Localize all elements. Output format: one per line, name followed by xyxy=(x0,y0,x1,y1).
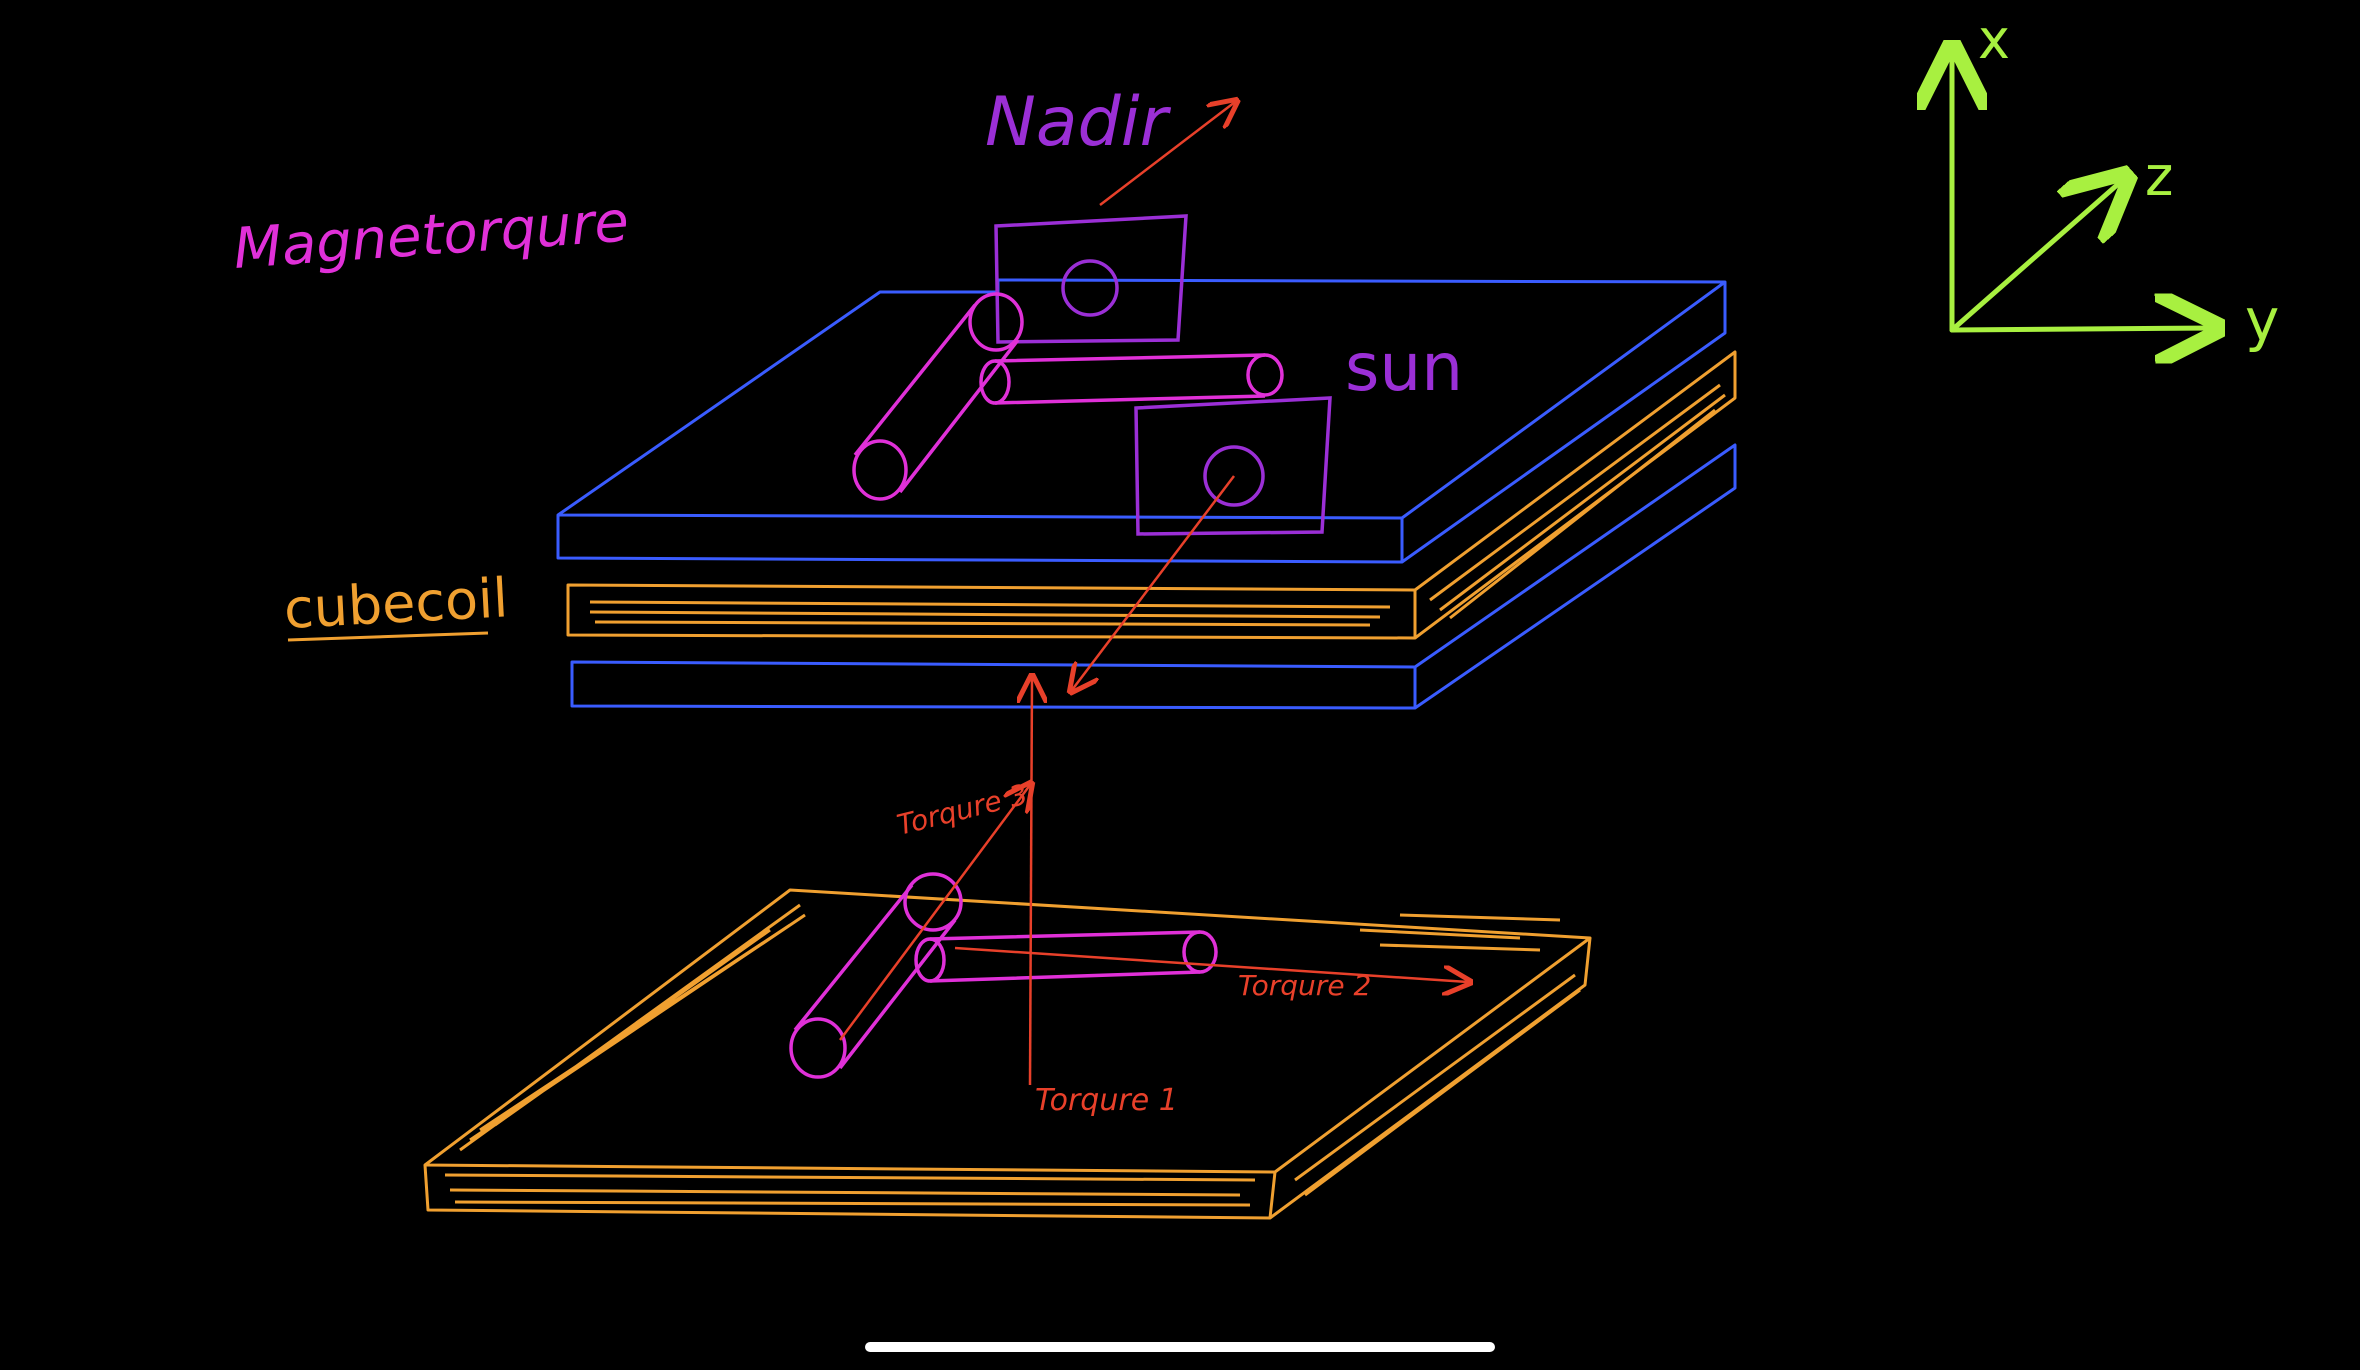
nadir-direction-arrow xyxy=(1099,102,1235,206)
cubecoil-label: cubecoil xyxy=(282,566,509,641)
lower-board-of-stack xyxy=(570,443,1737,710)
torque3-arrow xyxy=(838,785,1030,1041)
lower-magnetorquer-board xyxy=(423,888,1592,1220)
torque2-label: Torqure 2 xyxy=(1238,969,1371,1002)
nadir-label: Nadir xyxy=(985,83,1172,162)
sun-sensor xyxy=(1134,396,1332,536)
axis-x-label: x xyxy=(1978,8,2010,71)
sun-sensor-lens xyxy=(1203,445,1265,507)
upper-magnetorquer-rods xyxy=(852,292,1284,501)
torque3-label: Torqure 3 xyxy=(894,778,1031,842)
home-indicator-bar[interactable] xyxy=(865,1342,1495,1352)
nadir-sensor-lens xyxy=(1061,259,1119,317)
torque1-arrow xyxy=(1030,678,1032,1086)
torque2-arrow xyxy=(954,946,1468,982)
cubecoil-layer xyxy=(566,350,1737,640)
axis-y-label: y xyxy=(2245,286,2279,354)
y-axis-line xyxy=(1949,328,2215,330)
nadir-sensor xyxy=(994,214,1188,344)
upper-board-top xyxy=(556,278,1727,564)
z-axis-line xyxy=(1949,178,2125,333)
torque1-label: Torqure 1 xyxy=(1035,1083,1178,1118)
axis-z-label: z xyxy=(2145,145,2173,208)
magnetorquer-label: Magnetorqure xyxy=(231,190,630,282)
lower-magnetorquer-rods xyxy=(789,872,1218,1079)
cubecoil-label-underline xyxy=(287,631,489,642)
sun-direction-arrow xyxy=(1072,475,1235,690)
sun-label: sun xyxy=(1345,329,1463,406)
coordinate-axes xyxy=(1952,50,2215,330)
